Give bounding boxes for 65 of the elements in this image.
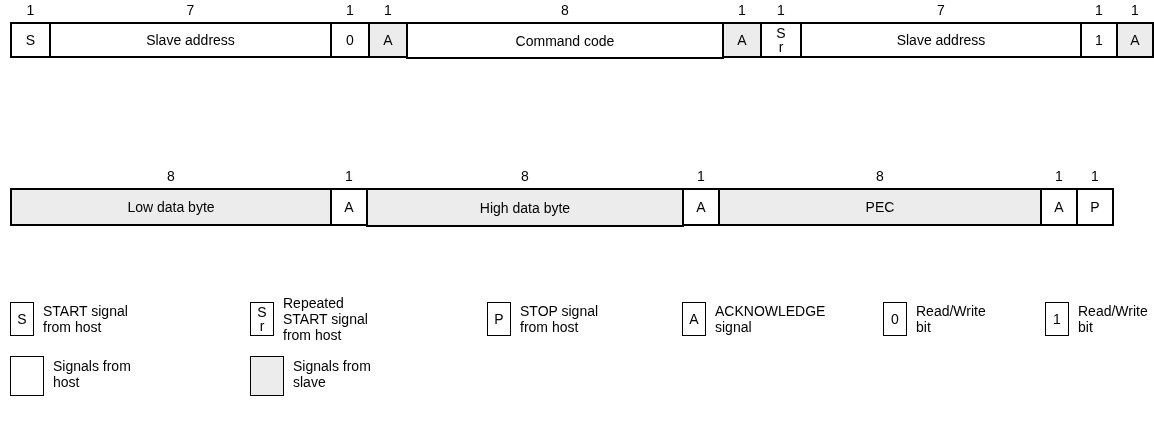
frame-field <box>366 188 684 227</box>
bit-count: 8 <box>875 168 885 184</box>
symbol-description: STOP signal from host <box>520 303 600 335</box>
bit-count: 1 <box>344 168 354 184</box>
field-label: S <box>25 32 36 48</box>
bit-count: 7 <box>185 2 196 18</box>
bit-count: 1 <box>1054 168 1064 184</box>
frame-field <box>330 188 368 226</box>
frame-field <box>1040 188 1078 226</box>
frame-field <box>49 22 332 58</box>
field-label: 0 <box>346 32 354 48</box>
frame-field <box>330 22 370 58</box>
frame-field <box>1080 22 1118 58</box>
legend-text: Signals from slave <box>293 358 372 390</box>
bit-count: 1 <box>737 2 747 18</box>
symbol-key: A <box>682 302 706 336</box>
frame-field <box>10 22 51 58</box>
bit-count: 1 <box>1090 168 1100 184</box>
field-label: A <box>1054 199 1064 215</box>
frame-field <box>722 22 762 58</box>
bit-count: 8 <box>520 168 530 184</box>
bit-count: 8 <box>560 2 570 18</box>
field-label: A <box>696 199 706 215</box>
frame-field <box>1116 22 1154 58</box>
symbol-key: Sr <box>250 302 274 336</box>
symbol-description: Read/Write bit <box>1078 303 1149 335</box>
field-label: Low data byte <box>127 199 215 215</box>
bit-count: 1 <box>25 2 36 18</box>
bit-count: 1 <box>1130 2 1140 18</box>
field-label: P <box>1090 199 1100 215</box>
frame-field <box>760 22 802 58</box>
frame-field <box>10 188 332 226</box>
symbol-description: Repeated START signal from host <box>283 295 369 343</box>
symbol-key: 1 <box>1045 302 1069 336</box>
symbol-key: S <box>10 302 34 336</box>
bit-count: 1 <box>1094 2 1104 18</box>
symbol-key: 0 <box>883 302 907 336</box>
frame-field <box>368 22 408 58</box>
field-label: 1 <box>1095 32 1103 48</box>
field-label: High data byte <box>479 199 571 216</box>
frame-field <box>800 22 1082 58</box>
symbol-key: P <box>487 302 511 336</box>
field-label: A <box>737 32 747 48</box>
frame-field <box>1076 188 1114 226</box>
field-label: PEC <box>865 199 895 215</box>
field-label: Command code <box>515 32 615 49</box>
bit-count: 8 <box>166 168 176 184</box>
bit-count: 1 <box>345 2 355 18</box>
field-label: A <box>383 32 393 48</box>
symbol-description: ACKNOWLEDGE signal <box>715 303 827 335</box>
bit-count: 1 <box>776 2 786 18</box>
field-label: A <box>344 199 354 215</box>
field-label: Slave address <box>896 32 986 48</box>
frame-field <box>682 188 720 226</box>
field-label: A <box>1130 32 1140 48</box>
symbol-description: START signal from host <box>43 303 129 335</box>
bit-count: 1 <box>696 168 706 184</box>
legend-text: Signals from host <box>53 358 132 390</box>
frame-field <box>406 22 724 59</box>
bit-count: 1 <box>383 2 393 18</box>
frame-field <box>718 188 1042 226</box>
symbol-description: Read/Write bit <box>916 303 987 335</box>
field-label: Sr <box>776 26 786 54</box>
bit-count: 7 <box>936 2 946 18</box>
field-label: Slave address <box>146 32 235 48</box>
